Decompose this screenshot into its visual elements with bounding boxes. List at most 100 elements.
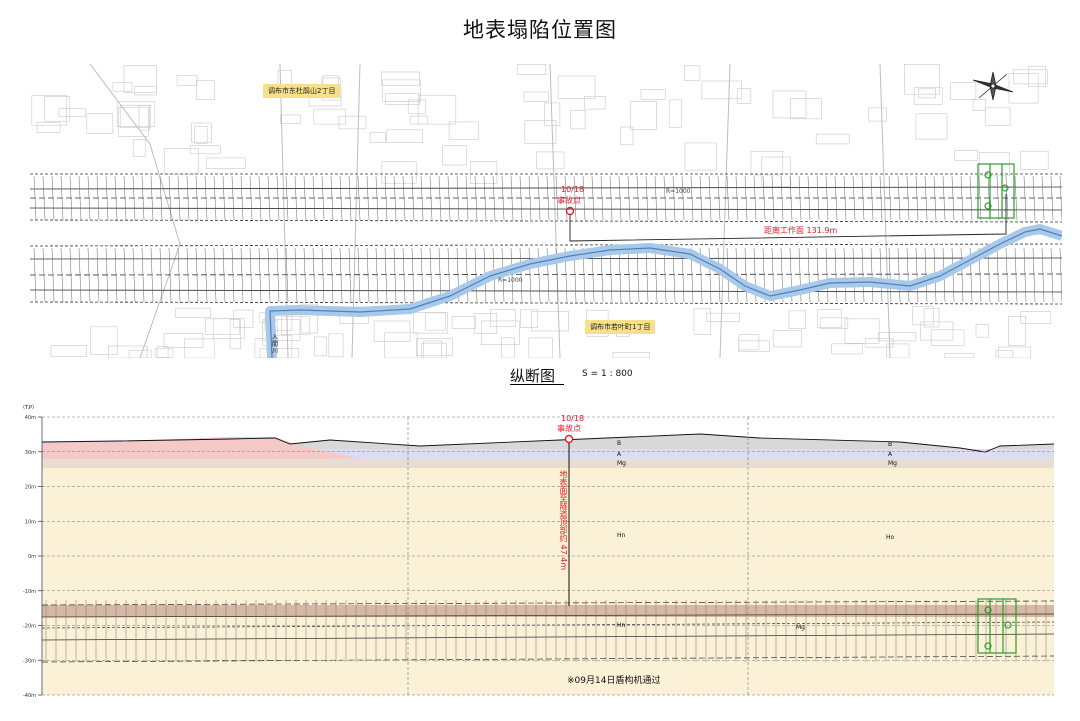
hatch-tick: [123, 247, 127, 303]
hatch-tick: [960, 175, 964, 221]
hatch-tick: [627, 247, 631, 303]
hatch-tick: [213, 247, 217, 303]
map-building: [1008, 73, 1039, 104]
map-building: [516, 64, 547, 75]
map-building: [448, 121, 479, 140]
hatch-tick: [717, 247, 721, 303]
hatch-tick: [897, 175, 901, 221]
hatch-tick: [222, 175, 226, 221]
hatch-tick: [285, 247, 289, 303]
map-building: [154, 348, 174, 358]
map-building: [415, 338, 453, 356]
map-building: [417, 94, 457, 125]
hatch-tick: [816, 247, 820, 303]
hatch-tick: [834, 175, 838, 221]
hatch-tick: [168, 175, 172, 221]
map-building: [912, 306, 934, 326]
y-tick-label: 20m: [25, 485, 36, 491]
hatch-tick: [114, 175, 118, 221]
map-building: [995, 350, 1014, 358]
layer-label-tunnel-right: Mg: [796, 624, 805, 631]
hatch-tick: [114, 247, 118, 303]
map-building: [128, 349, 152, 358]
hatch-tick: [321, 175, 325, 221]
hatch-tick: [123, 175, 127, 221]
hatch-tick: [861, 247, 865, 303]
layer-label-a-right: A: [888, 451, 893, 458]
hatch-tick: [69, 247, 73, 303]
hatch-tick: [42, 175, 46, 221]
hatch-tick: [924, 175, 928, 221]
hatch-tick: [699, 175, 703, 221]
hatch-tick: [681, 175, 685, 221]
map-building: [175, 307, 211, 318]
map-building: [451, 316, 476, 329]
hatch-tick: [663, 247, 667, 303]
hatch-tick: [888, 247, 892, 303]
map-building: [868, 107, 887, 122]
map-building: [1028, 65, 1046, 87]
map-building: [524, 120, 557, 145]
hatch-tick: [915, 247, 919, 303]
hatch-tick: [573, 175, 577, 221]
depth-label: 地表面至隧道顶部约 47.4m: [559, 470, 568, 571]
hatch-tick: [906, 175, 910, 221]
hatch-tick: [591, 175, 595, 221]
hatch-tick: [825, 247, 829, 303]
hatch-tick: [411, 175, 415, 221]
hatch-tick: [330, 247, 334, 303]
hatch-tick: [474, 247, 478, 303]
map-building: [998, 346, 1032, 358]
hatch-tick: [537, 247, 541, 303]
map-building: [570, 109, 586, 130]
map-building: [313, 108, 346, 125]
map-building: [750, 151, 784, 176]
hatch-tick: [312, 175, 316, 221]
map-building: [772, 330, 802, 348]
hatch-tick: [555, 175, 559, 221]
map-building: [36, 122, 61, 133]
river-centerline: [269, 228, 1062, 358]
map-building: [191, 122, 212, 143]
hatch-tick: [339, 247, 343, 303]
map-building: [119, 104, 151, 128]
sand-layer: [42, 459, 1054, 695]
hatch-tick: [393, 247, 397, 303]
map-building: [738, 340, 770, 352]
map-building: [156, 346, 169, 358]
hatch-tick: [870, 175, 874, 221]
hatch-tick: [384, 247, 388, 303]
map-building: [473, 313, 498, 334]
hatch-tick: [195, 247, 199, 303]
hatch-tick: [204, 175, 208, 221]
hatch-tick: [537, 175, 541, 221]
hatch-tick: [105, 175, 109, 221]
profile-accident-point-icon: [564, 434, 574, 444]
hatch-tick: [141, 175, 145, 221]
hatch-tick: [654, 247, 658, 303]
hatch-tick: [627, 175, 631, 221]
map-building: [116, 101, 156, 127]
tunnel-hatching: [45, 600, 1047, 662]
hatch-tick: [978, 175, 982, 221]
hatch-tick: [312, 247, 316, 303]
pass-note: ※09月14日盾构机通过: [567, 676, 661, 686]
map-building: [815, 133, 850, 145]
hatch-tick: [960, 247, 964, 303]
map-building: [920, 321, 954, 341]
hatch-tick: [465, 247, 469, 303]
hatch-tick: [393, 175, 397, 221]
map-building: [163, 333, 204, 348]
hatch-tick: [1014, 247, 1018, 303]
map-building: [490, 309, 516, 327]
hatch-tick: [150, 175, 154, 221]
map-building: [923, 308, 940, 328]
hatch-tick: [600, 247, 604, 303]
map-building: [706, 312, 740, 322]
hatch-tick: [708, 175, 712, 221]
map-building: [90, 326, 118, 355]
hatch-tick: [303, 175, 307, 221]
hatch-tick: [789, 175, 793, 221]
map-building: [520, 309, 538, 328]
hatch-tick: [690, 175, 694, 221]
